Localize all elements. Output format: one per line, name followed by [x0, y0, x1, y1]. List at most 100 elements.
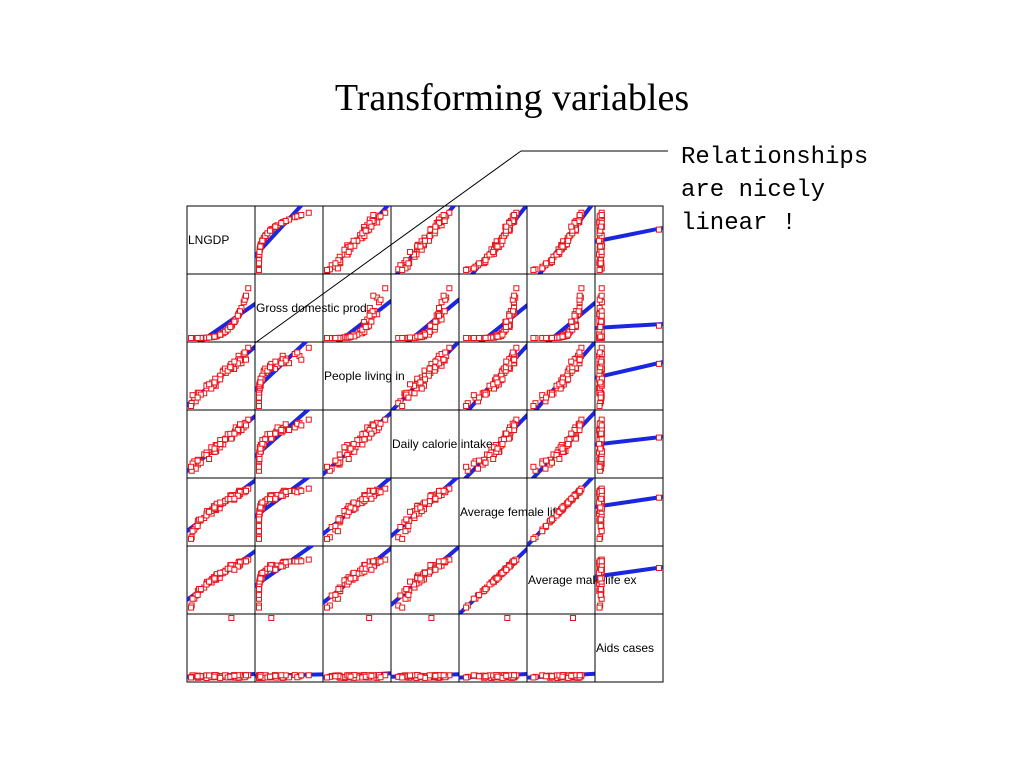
data-point: [486, 452, 493, 459]
data-point: [234, 312, 241, 319]
data-point: [350, 440, 357, 447]
data-point: [211, 333, 218, 340]
data-point: [267, 565, 274, 572]
diagonal-variable-label: Aids cases: [596, 641, 654, 655]
data-point: [598, 212, 605, 219]
data-point: [362, 430, 369, 437]
data-point: [543, 334, 550, 341]
data-point: [351, 448, 358, 455]
data-point: [597, 379, 604, 386]
data-point: [256, 394, 263, 401]
data-point: [597, 445, 604, 452]
data-point: [206, 334, 213, 341]
data-point: [222, 436, 229, 443]
data-point: [597, 394, 604, 401]
data-point: [417, 673, 424, 680]
data-point: [432, 566, 439, 573]
data-point: [370, 558, 377, 565]
panel-frame: [254, 613, 324, 683]
data-point: [234, 427, 241, 434]
data-point: [565, 331, 572, 338]
matrix-panel: [186, 273, 256, 343]
matrix-panel: [186, 613, 256, 683]
data-point: [530, 335, 537, 341]
panel-frame: [186, 613, 256, 683]
data-point: [347, 575, 354, 582]
data-point: [503, 430, 510, 437]
data-point: [324, 266, 330, 273]
data-point: [476, 591, 483, 598]
data-point: [490, 455, 497, 462]
data-point: [530, 463, 537, 470]
matrix-panel: [322, 273, 392, 343]
data-point: [231, 430, 238, 437]
data-point: [272, 566, 279, 573]
diagonal-variable-label: Gross domestic produ: [256, 301, 373, 315]
data-point: [194, 673, 201, 680]
data-point: [278, 563, 285, 570]
data-point: [559, 504, 566, 511]
matrix-panel: [390, 273, 460, 343]
data-point: [598, 495, 605, 502]
data-point: [188, 403, 195, 409]
data-point: [556, 248, 563, 255]
data-point: [410, 512, 417, 519]
data-point: [530, 403, 537, 409]
data-point: [417, 243, 424, 250]
data-point: [227, 364, 234, 371]
data-point: [494, 333, 501, 340]
matrix-panel: Aids cases: [594, 613, 664, 683]
data-point: [272, 430, 279, 437]
data-point: [463, 463, 470, 470]
data-point: [422, 499, 429, 506]
data-point: [217, 331, 224, 338]
data-point: [499, 331, 506, 338]
data-point: [511, 558, 518, 565]
data-point: [568, 358, 575, 365]
data-point: [370, 212, 377, 219]
data-point: [256, 260, 263, 267]
data-point: [576, 292, 583, 299]
fit-line: [196, 301, 255, 342]
matrix-panel: [594, 273, 664, 343]
data-point: [350, 237, 357, 244]
fit-line: [544, 300, 595, 342]
data-point: [256, 522, 263, 529]
matrix-panel: Average female life: [458, 477, 563, 547]
data-point: [194, 394, 201, 401]
data-point: [272, 672, 279, 679]
data-point: [361, 436, 368, 443]
matrix-panel: [594, 341, 664, 411]
data-point: [354, 437, 361, 444]
data-point: [482, 391, 489, 398]
data-point: [598, 312, 605, 319]
data-point: [422, 237, 429, 244]
data-point: [559, 379, 566, 386]
fit-line: [595, 225, 663, 244]
data-point: [530, 535, 537, 542]
data-point: [211, 445, 218, 452]
matrix-panel: [458, 341, 528, 411]
data-point: [511, 422, 518, 429]
data-point: [440, 487, 447, 494]
data-point: [272, 495, 279, 502]
data-point: [432, 318, 439, 325]
data-point: [217, 499, 224, 506]
data-point: [188, 535, 195, 542]
data-point: [362, 323, 369, 330]
data-point: [305, 485, 312, 492]
matrix-panel: [390, 477, 460, 547]
matrix-panel: [390, 205, 460, 275]
data-point: [598, 487, 605, 494]
data-point: [509, 349, 516, 356]
data-point: [596, 349, 603, 356]
data-point: [362, 227, 369, 234]
data-point: [575, 308, 582, 315]
data-point: [256, 535, 262, 542]
data-point: [440, 558, 447, 565]
data-point: [382, 209, 389, 216]
data-point: [194, 522, 201, 529]
data-point: [368, 495, 375, 502]
panel-frame: [390, 613, 460, 683]
data-point: [335, 586, 342, 593]
